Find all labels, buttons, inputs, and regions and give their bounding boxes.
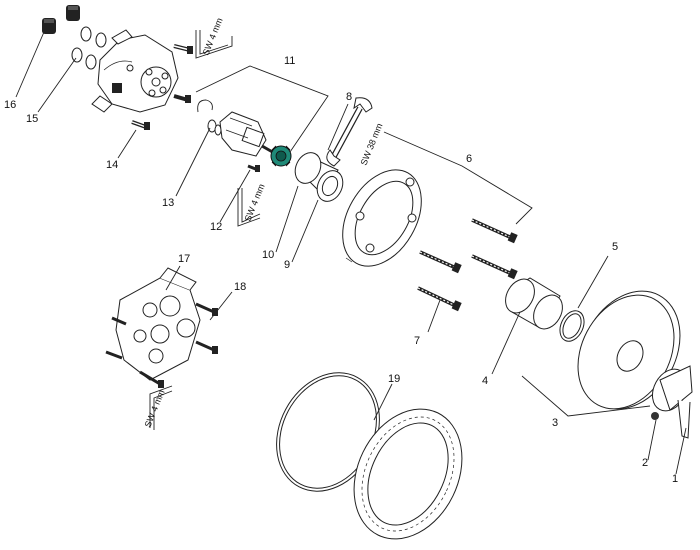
mounting-frame (353, 408, 463, 540)
callout-numbers: 16 15 14 13 12 11 8 10 9 6 7 5 4 3 2 1 1… (4, 55, 678, 485)
part-12-screw (247, 164, 260, 172)
long-screws (417, 218, 518, 312)
hex-key-bottom: SW 4 mm (143, 385, 173, 430)
mounting-plate (342, 169, 422, 267)
part-19-seal-ring (276, 372, 380, 492)
part-1-handle (651, 365, 693, 439)
leader-lines (15, 31, 687, 475)
callout-19: 19 (388, 373, 400, 385)
sw38-label: SW 38 mm (359, 122, 385, 167)
part-4-sleeve (505, 277, 563, 330)
valve-body (91, 29, 179, 113)
callout-3: 3 (552, 417, 558, 429)
callout-9: 9 (284, 259, 290, 271)
callout-13: 13 (162, 197, 174, 209)
callout-2: 2 (642, 457, 648, 469)
part-14-screw (131, 120, 150, 130)
sw4-top-label: SW 4 mm (201, 16, 225, 56)
callout-6: 6 (466, 153, 472, 165)
part-9-10-sleeve (294, 152, 344, 202)
part-16-plugs (42, 5, 80, 34)
cartridge (219, 111, 277, 157)
sw4-bottom-label: SW 4 mm (143, 388, 167, 428)
part-17-18-rough-in (105, 267, 218, 388)
callout-11: 11 (284, 55, 295, 67)
part-5-o-ring (559, 310, 585, 342)
callout-17: 17 (178, 253, 190, 265)
callout-10: 10 (262, 249, 274, 261)
part-15-o-rings (71, 26, 107, 70)
hex-key-top: SW 4 mm (195, 16, 233, 59)
screw-mid (173, 94, 191, 103)
callout-4: 4 (482, 375, 488, 387)
green-nut (270, 145, 292, 167)
callout-18: 18 (234, 281, 246, 293)
callout-7: 7 (414, 335, 420, 347)
callout-12: 12 (210, 221, 222, 233)
screw-top (173, 44, 193, 54)
callout-15: 15 (26, 113, 38, 125)
callout-8: 8 (346, 91, 352, 103)
callout-16: 16 (4, 99, 16, 111)
callout-5: 5 (612, 241, 618, 253)
callout-14: 14 (106, 159, 118, 171)
callout-1: 1 (672, 473, 678, 485)
hex-key-mid: SW 4 mm (237, 182, 267, 227)
part-13-clip (197, 99, 222, 136)
part-3-trim-plate (577, 290, 681, 410)
part-2-screw (651, 412, 659, 420)
